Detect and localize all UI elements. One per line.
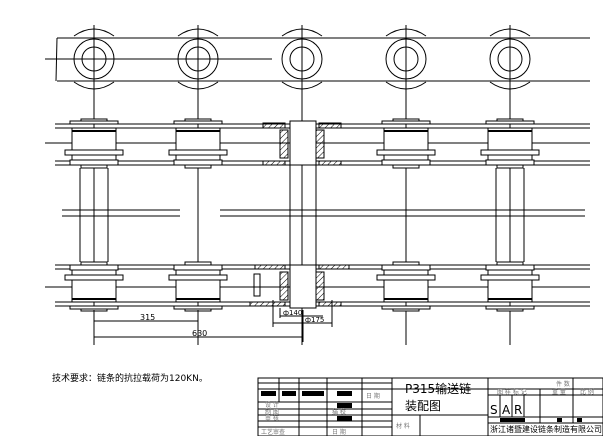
roller-outer-circle (385, 38, 427, 80)
roller-part (69, 120, 119, 125)
roller-part (485, 159, 535, 166)
dim-630: 630 (192, 329, 207, 338)
roller-part (496, 164, 524, 169)
mark-a: A (502, 403, 511, 417)
roller-part (71, 154, 117, 161)
label-weight: 重 量 (552, 388, 566, 396)
roller-part (376, 149, 436, 156)
roller-part (64, 149, 124, 156)
plate-arc (281, 81, 323, 90)
roller-outer-circle (177, 38, 219, 80)
roller-part (173, 305, 223, 310)
roller-outer-circle (489, 38, 531, 80)
roller-part (80, 261, 108, 266)
dimensions: 315 630 ф140 ф175 (93, 300, 333, 342)
label-drawing-mark: 图 样 标 记 (497, 388, 527, 396)
section-view (45, 118, 590, 312)
roller-part (485, 120, 535, 125)
roller-part (485, 264, 535, 271)
roller-part (496, 261, 524, 266)
roller-part (173, 264, 223, 271)
roller-part (480, 149, 540, 156)
roller-part (487, 269, 533, 276)
roller-part (383, 269, 429, 276)
plate-arc (385, 81, 427, 90)
roller-part (383, 154, 429, 161)
plate-arc (489, 81, 531, 90)
pin-circle (497, 46, 523, 72)
plate-arc (73, 81, 115, 90)
label-scale: 比 例 (580, 388, 594, 396)
label-process-review: 工艺审查 (261, 428, 285, 436)
label-quantity: 件 数 (556, 380, 570, 388)
label-review: 审 核 (265, 414, 279, 422)
label-date2: 日 期 (332, 428, 346, 436)
roller-part (69, 159, 119, 166)
roller-outer-circle (73, 38, 115, 80)
roller-part (184, 164, 212, 169)
plate-arc (177, 81, 219, 90)
roller-part (184, 261, 212, 266)
roller-part (392, 261, 420, 266)
roller-part (168, 274, 228, 281)
roller-part (175, 154, 221, 161)
roller-part (381, 120, 431, 125)
mark-r: R (514, 403, 522, 417)
drawing-title: P315输送链 (405, 381, 471, 396)
plate-arc (489, 28, 531, 37)
plate-arc (281, 28, 323, 37)
roller-part (381, 305, 431, 310)
title-block: 日 期 设 计 制 图 审 核 工艺审查 描 校 日 期 材 料 件 数 图 样… (257, 377, 603, 436)
roller-part (173, 120, 223, 125)
roller-part (71, 269, 117, 276)
company-name: 浙江诸暨建设链条制造有限公司 (490, 424, 602, 434)
roller-part (175, 269, 221, 276)
roller-outer-circle (281, 38, 323, 80)
dim-d140: ф140 (283, 309, 302, 317)
roller-part (381, 264, 431, 271)
plate-arc (385, 28, 427, 37)
label-material: 材 料 (396, 422, 410, 430)
roller-part (480, 274, 540, 281)
mark-s: S (490, 403, 498, 417)
drawing-subtitle: 装配图 (405, 399, 441, 413)
pin-circle (81, 46, 107, 72)
dim-315: 315 (140, 313, 155, 322)
technical-requirement: 技术要求：链条的抗拉载荷为120KN。 (52, 372, 208, 384)
label-trace-check: 描 校 (332, 408, 346, 416)
plate-arc (73, 28, 115, 37)
roller-part (485, 305, 535, 310)
pin-circle (289, 46, 315, 72)
roller-part (69, 305, 119, 310)
label-design: 设 计 (265, 401, 279, 409)
pin-circle (393, 46, 419, 72)
roller-part (381, 159, 431, 166)
roller-part (69, 264, 119, 271)
roller-part (80, 164, 108, 169)
roller-part (173, 159, 223, 166)
roller-part (487, 154, 533, 161)
label-date1: 日 期 (366, 392, 380, 400)
label-drafting: 制 图 (265, 408, 279, 416)
dim-d175: ф175 (305, 316, 324, 324)
pin-circle (185, 46, 211, 72)
roller-part (64, 274, 124, 281)
roller-part (376, 274, 436, 281)
plate-arc (177, 28, 219, 37)
roller-part (392, 164, 420, 169)
roller-part (168, 149, 228, 156)
